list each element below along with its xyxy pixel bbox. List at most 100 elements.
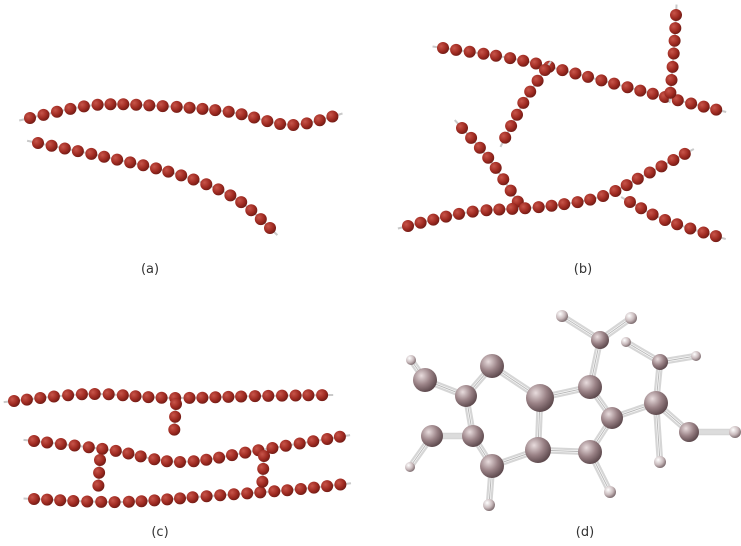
heavy-atom <box>462 425 484 447</box>
monomer <box>111 153 124 166</box>
hydrogen-atom <box>691 351 701 361</box>
monomer <box>51 105 63 118</box>
monomer <box>504 184 517 197</box>
monomer <box>609 185 622 197</box>
monomer <box>402 220 414 232</box>
heavy-atom <box>578 440 602 464</box>
panel-b-caption: (b) <box>573 262 593 277</box>
monomer <box>493 203 506 216</box>
monomer <box>671 94 684 107</box>
monomer <box>643 166 656 179</box>
monomer <box>499 131 512 144</box>
monomer <box>634 84 647 97</box>
monomer <box>608 77 621 90</box>
monomer <box>697 100 710 113</box>
monomer <box>254 213 267 226</box>
heavy-atom <box>421 425 443 447</box>
monomer <box>122 447 135 460</box>
monomer <box>241 487 254 500</box>
monomer <box>313 114 326 127</box>
monomer <box>196 391 209 404</box>
monomer <box>41 436 54 449</box>
molecule-bonds <box>407 313 737 507</box>
monomer <box>85 147 98 160</box>
heavy-atom <box>591 331 609 349</box>
monomer <box>266 442 279 454</box>
monomer <box>91 98 104 111</box>
monomer <box>477 47 490 60</box>
heavy-atom <box>644 391 668 415</box>
monomer <box>117 98 130 111</box>
monomer <box>524 85 537 98</box>
monomer <box>624 196 636 208</box>
monomer <box>517 96 530 109</box>
panel-d-caption: (d) <box>575 525 595 540</box>
monomer <box>224 189 237 202</box>
crosslink-right <box>256 450 270 488</box>
hydrogen-atom <box>556 310 568 322</box>
monomer <box>248 111 261 124</box>
crosslink-top <box>168 398 182 436</box>
hydrogen-atom <box>621 337 631 347</box>
monomer <box>214 489 227 502</box>
monomer <box>334 478 347 491</box>
monomer <box>124 156 137 169</box>
monomer <box>631 172 644 185</box>
monomer <box>440 210 452 223</box>
monomer <box>710 103 723 116</box>
chain-b-top <box>432 42 727 116</box>
monomer <box>709 230 722 243</box>
monomer <box>183 391 196 404</box>
monomer <box>545 199 558 212</box>
monomer <box>281 484 294 497</box>
monomer <box>116 389 129 402</box>
monomer <box>287 119 300 131</box>
monomer <box>222 390 235 403</box>
chain-c-top-backbone <box>13 392 323 402</box>
monomer <box>62 389 75 402</box>
monomer <box>71 145 84 158</box>
monomer <box>209 391 222 404</box>
monomer <box>130 98 143 111</box>
chain-c-top <box>3 388 334 407</box>
monomer <box>664 86 677 99</box>
monomer <box>620 179 633 192</box>
monomer <box>262 389 275 402</box>
monomer <box>294 483 307 495</box>
monomer <box>249 390 261 403</box>
monomer <box>68 439 81 452</box>
monomer <box>437 42 449 54</box>
monomer <box>597 190 610 202</box>
monomer <box>595 74 608 87</box>
monomer <box>504 52 517 65</box>
monomer <box>213 451 226 464</box>
monomer <box>129 390 142 403</box>
monomer <box>28 435 40 447</box>
monomer <box>93 466 106 479</box>
monomer <box>169 410 182 423</box>
panel-a-linear-chains <box>18 98 343 236</box>
monomer <box>519 202 532 215</box>
hydrogen-atom <box>604 486 616 498</box>
monomer <box>571 196 584 209</box>
monomer <box>200 453 213 466</box>
monomer <box>621 81 634 94</box>
monomer <box>92 479 105 492</box>
monomer <box>465 131 478 144</box>
monomer <box>47 390 60 403</box>
monomer <box>235 196 248 209</box>
monomer <box>463 45 476 58</box>
hydrogen-atom <box>483 499 495 511</box>
monomer <box>156 100 169 113</box>
monomer <box>67 495 80 507</box>
monomer <box>137 159 150 172</box>
monomer <box>511 108 523 121</box>
monomer <box>316 389 329 402</box>
monomer <box>186 491 199 504</box>
monomer <box>81 495 94 508</box>
heavy-atom <box>480 454 504 478</box>
panel-b-branched-chains <box>397 4 727 243</box>
monomer <box>245 204 258 217</box>
monomer <box>28 493 40 505</box>
chain-a2 <box>26 137 279 236</box>
